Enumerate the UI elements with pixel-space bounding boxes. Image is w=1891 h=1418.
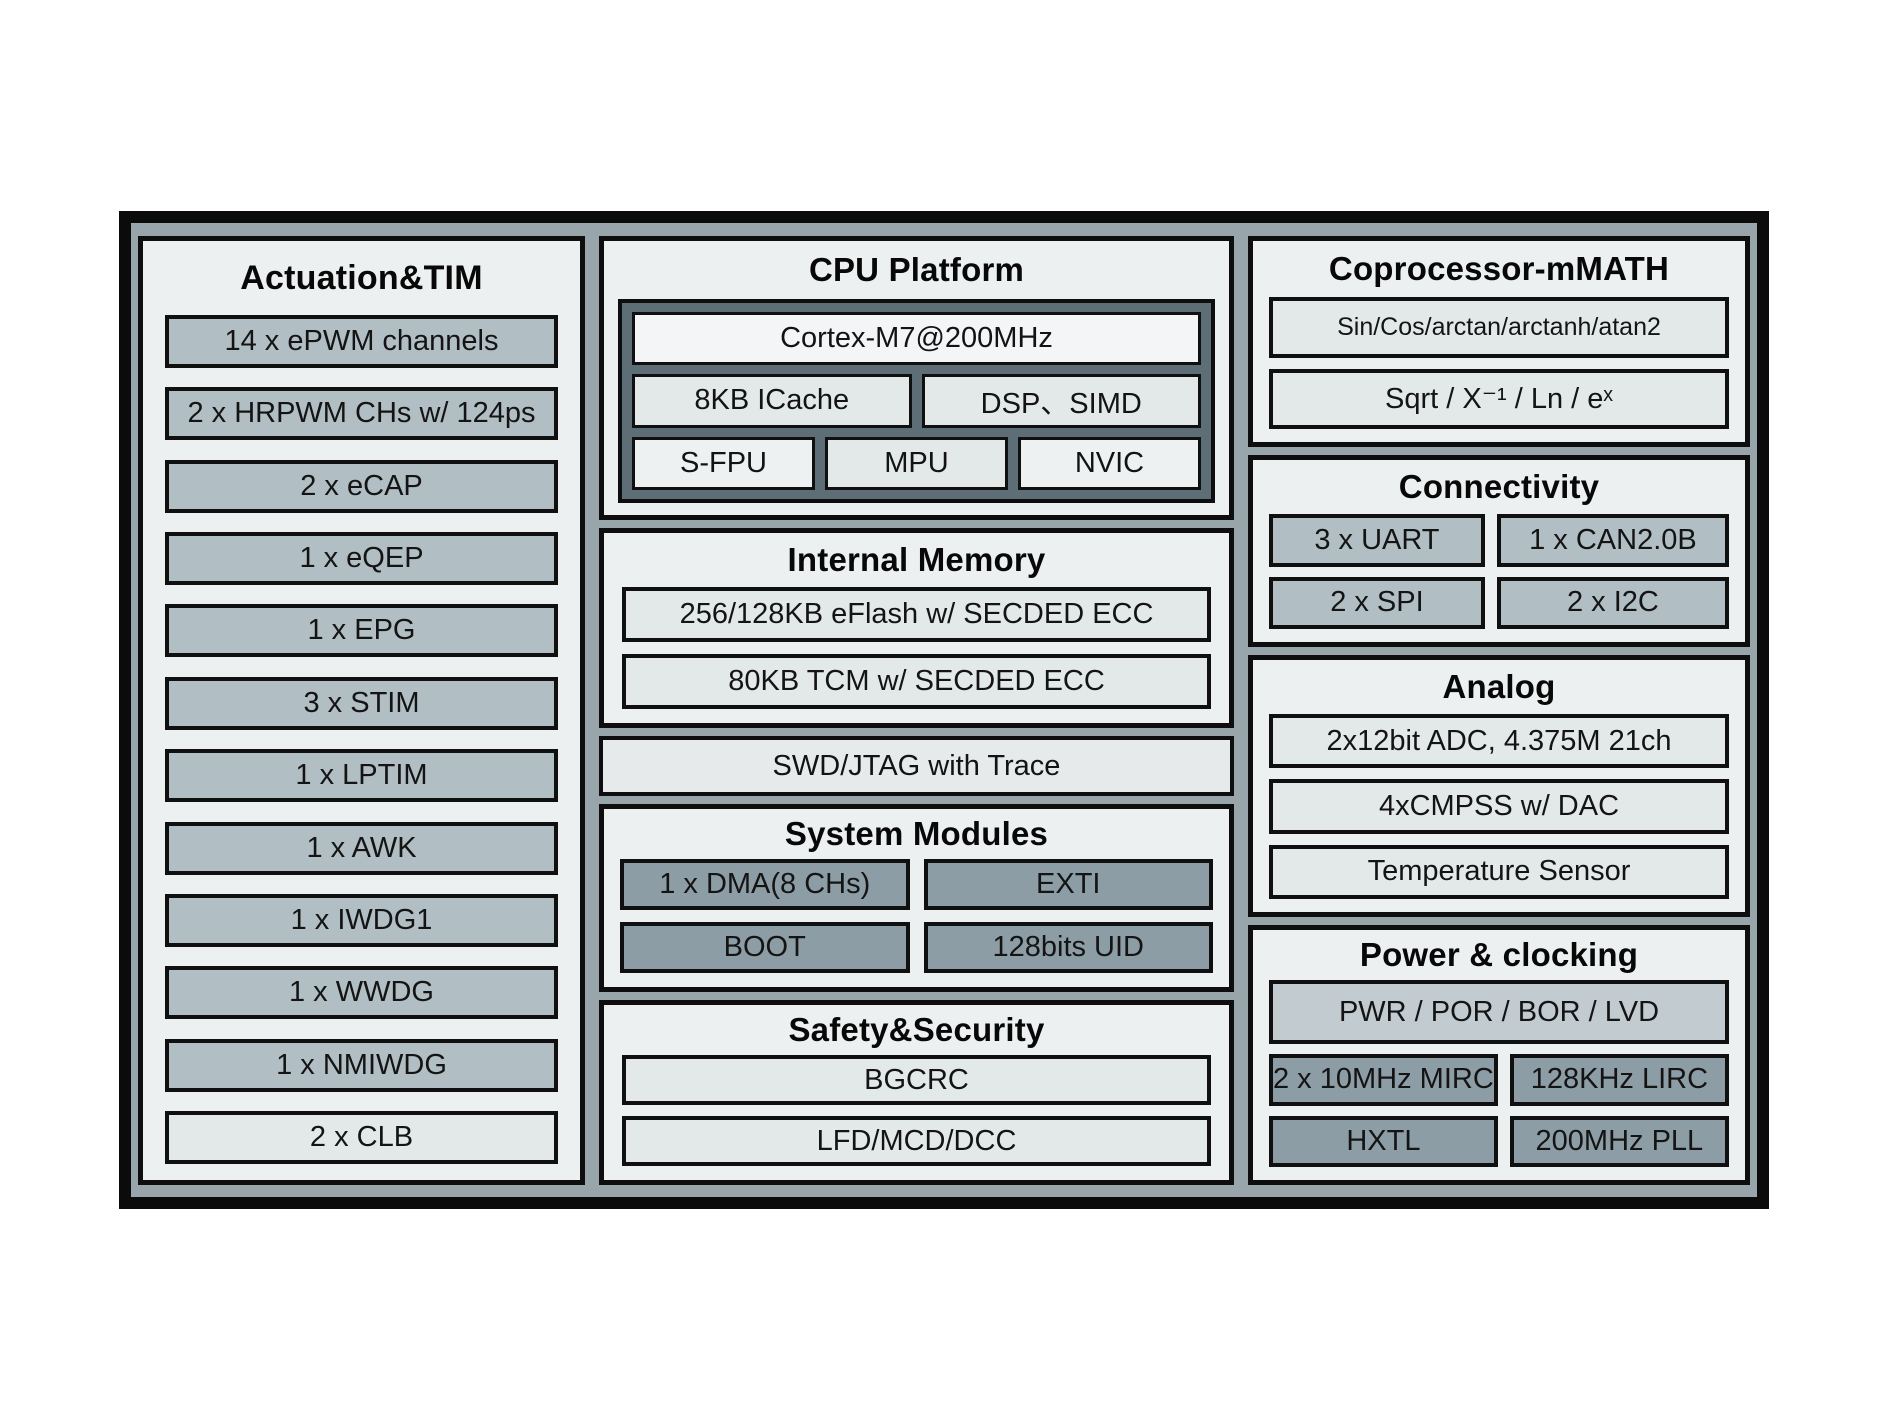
block-exti: EXTI [923, 859, 1213, 910]
actuation-rows: 14 x ePWM channels 2 x HRPWM CHs w/ 124p… [165, 315, 558, 1164]
power-rows: PWR / POR / BOR / LVD 2 x 10MHz MIRC 128… [1269, 980, 1729, 1167]
block-eflash: 256/128KB eFlash w/ SECDED ECC [622, 587, 1211, 642]
block-swd-jtag: SWD/JTAG with Trace [599, 736, 1234, 796]
panel-connectivity: Connectivity 3 x UART 1 x CAN2.0B 2 x SP… [1248, 455, 1750, 647]
panel-safety-security: Safety&Security BGCRC LFD/MCD/DCC [599, 1000, 1234, 1185]
block-dma: 1 x DMA(8 CHs) [620, 859, 910, 910]
panel-sysmod-title: System Modules [784, 815, 1049, 852]
coproc-rows: Sin/Cos/arctan/arctanh/atan2 Sqrt / X⁻¹ … [1269, 297, 1729, 429]
panel-imem-title: Internal Memory [787, 541, 1046, 578]
block-trig-functions: Sin/Cos/arctan/arctanh/atan2 [1269, 297, 1729, 358]
panel-actuation-title: Actuation&TIM [240, 258, 483, 297]
power-grid: 2 x 10MHz MIRC 128KHz LIRC HXTL 200MHz P… [1269, 1054, 1729, 1167]
block-nvic: NVIC [1018, 436, 1201, 490]
block-eqep: 1 x eQEP [165, 532, 558, 586]
cpu-row-cache: 8KB ICache DSP、SIMD [632, 374, 1201, 428]
block-i2c: 2 x I2C [1496, 576, 1729, 629]
mcu-block-diagram: Actuation&TIM 14 x ePWM channels 2 x HRP… [119, 211, 1769, 1209]
panel-safety-title: Safety&Security [788, 1011, 1045, 1048]
block-clb: 2 x CLB [165, 1110, 558, 1164]
block-awk: 1 x AWK [165, 821, 558, 875]
panel-power-title: Power & clocking [1359, 936, 1639, 973]
block-cmpss: 4xCMPSS w/ DAC [1269, 779, 1729, 834]
cpu-row-core: Cortex-M7@200MHz [632, 312, 1201, 366]
block-stim: 3 x STIM [165, 676, 558, 730]
block-tcm: 80KB TCM w/ SECDED ECC [622, 654, 1211, 709]
block-sqrt-ln-exp: Sqrt / X⁻¹ / Ln / eˣ [1269, 368, 1729, 429]
panel-actuation-tim: Actuation&TIM 14 x ePWM channels 2 x HRP… [138, 236, 585, 1185]
block-mirc: 2 x 10MHz MIRC [1269, 1054, 1498, 1106]
block-lirc: 128KHz LIRC [1509, 1054, 1729, 1106]
imem-rows: 256/128KB eFlash w/ SECDED ECC 80KB TCM … [622, 587, 1211, 709]
block-uid: 128bits UID [923, 922, 1213, 973]
block-hxtl: HXTL [1269, 1115, 1498, 1167]
sysmod-grid: 1 x DMA(8 CHs) EXTI BOOT 128bits UID [620, 859, 1213, 973]
block-epg: 1 x EPG [165, 604, 558, 658]
block-icache: 8KB ICache [632, 374, 912, 428]
block-can: 1 x CAN2.0B [1496, 514, 1729, 567]
panel-internal-memory: Internal Memory 256/128KB eFlash w/ SECD… [599, 528, 1234, 728]
block-uart: 3 x UART [1269, 514, 1485, 567]
block-sfpu: S-FPU [632, 436, 815, 490]
panel-system-modules: System Modules 1 x DMA(8 CHs) EXTI BOOT … [599, 804, 1234, 992]
block-boot: BOOT [620, 922, 910, 973]
panel-power-clocking: Power & clocking PWR / POR / BOR / LVD 2… [1248, 925, 1750, 1185]
panel-cpu-title: CPU Platform [808, 251, 1025, 288]
block-spi: 2 x SPI [1269, 576, 1485, 629]
block-hrpwm: 2 x HRPWM CHs w/ 124ps [165, 387, 558, 441]
column-peripherals: Coprocessor-mMATH Sin/Cos/arctan/arctanh… [1248, 236, 1750, 1185]
column-actuation: Actuation&TIM 14 x ePWM channels 2 x HRP… [138, 236, 585, 1185]
block-epwm: 14 x ePWM channels [165, 315, 558, 368]
block-nmiwdg: 1 x NMIWDG [165, 1038, 558, 1092]
panel-coproc-title: Coprocessor-mMATH [1328, 250, 1670, 287]
block-pll: 200MHz PLL [1509, 1115, 1729, 1167]
panel-conn-title: Connectivity [1398, 468, 1600, 505]
block-ecap: 2 x eCAP [165, 459, 558, 513]
block-adc: 2x12bit ADC, 4.375M 21ch [1269, 714, 1729, 769]
panel-coprocessor: Coprocessor-mMATH Sin/Cos/arctan/arctanh… [1248, 236, 1750, 447]
column-cpu: CPU Platform Cortex-M7@200MHz 8KB ICache… [599, 236, 1234, 1185]
block-lfd-mcd-dcc: LFD/MCD/DCC [622, 1116, 1211, 1166]
block-cortex-m7: Cortex-M7@200MHz [632, 312, 1201, 366]
cpu-row-units: S-FPU MPU NVIC [632, 436, 1201, 490]
block-lptim: 1 x LPTIM [165, 749, 558, 803]
safety-rows: BGCRC LFD/MCD/DCC [622, 1055, 1211, 1166]
block-bgcrc: BGCRC [622, 1055, 1211, 1105]
panel-analog-title: Analog [1442, 668, 1556, 705]
block-temp-sensor: Temperature Sensor [1269, 844, 1729, 899]
panel-cpu-platform: CPU Platform Cortex-M7@200MHz 8KB ICache… [599, 236, 1234, 520]
connectivity-grid: 3 x UART 1 x CAN2.0B 2 x SPI 2 x I2C [1269, 514, 1729, 629]
block-dsp-simd: DSP、SIMD [921, 374, 1201, 428]
block-wwdg: 1 x WWDG [165, 966, 558, 1020]
panel-analog: Analog 2x12bit ADC, 4.375M 21ch 4xCMPSS … [1248, 655, 1750, 917]
block-mpu: MPU [825, 436, 1008, 490]
block-iwdg1: 1 x IWDG1 [165, 893, 558, 947]
analog-rows: 2x12bit ADC, 4.375M 21ch 4xCMPSS w/ DAC … [1269, 714, 1729, 899]
block-pwr-por-bor-lvd: PWR / POR / BOR / LVD [1269, 980, 1729, 1045]
cpu-core-container: Cortex-M7@200MHz 8KB ICache DSP、SIMD S-F… [618, 299, 1215, 503]
